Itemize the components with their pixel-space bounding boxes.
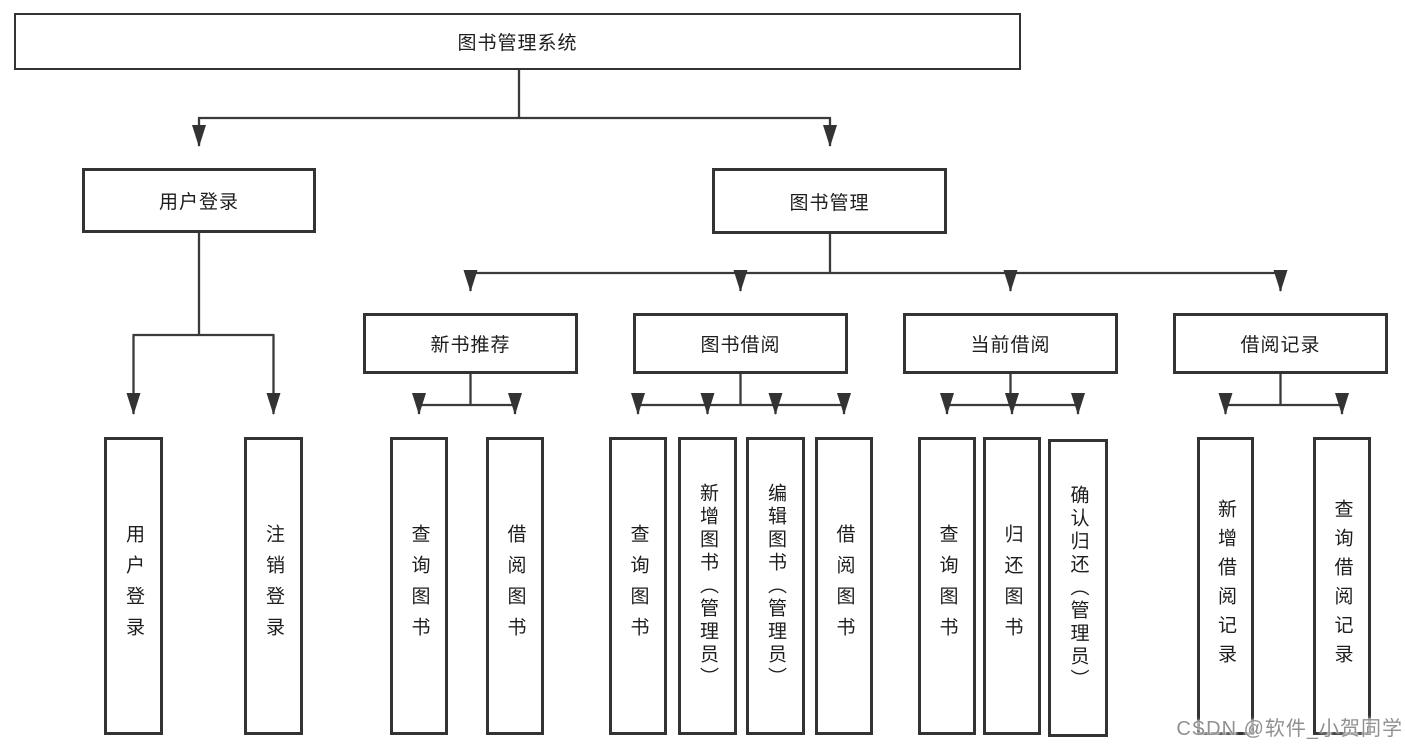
leaf-borrow-books-borrowing: 借阅图书 — [815, 437, 873, 735]
leaf-add-books-admin: 新增图书（管理员） — [678, 437, 737, 735]
node-book-borrowing: 图书借阅 — [633, 313, 848, 374]
leaf-query-borrow-record: 查询借阅记录 — [1313, 437, 1371, 735]
node-user-login: 用户登录 — [82, 168, 316, 233]
leaf-query-books-current: 查询图书 — [918, 437, 976, 735]
leaf-logout: 注销登录 — [244, 437, 303, 735]
leaf-confirm-return-admin: 确认归还（管理员） — [1048, 439, 1108, 737]
leaf-query-books-borrowing: 查询图书 — [609, 437, 667, 735]
node-new-book-recommend: 新书推荐 — [363, 313, 578, 374]
leaf-edit-books-admin: 编辑图书（管理员） — [746, 437, 805, 735]
leaf-return-books: 归还图书 — [983, 437, 1041, 735]
node-book-management: 图书管理 — [712, 168, 947, 234]
node-library-management-system: 图书管理系统 — [14, 13, 1021, 70]
leaf-user-login: 用户登录 — [104, 437, 163, 735]
node-current-borrowing: 当前借阅 — [903, 313, 1118, 374]
leaf-query-books-recommend: 查询图书 — [390, 437, 448, 735]
leaf-borrow-books-recommend: 借阅图书 — [486, 437, 544, 735]
watermark: CSDN @软件_小贺同学 — [1176, 718, 1403, 740]
node-borrowing-records: 借阅记录 — [1173, 313, 1388, 374]
leaf-add-borrow-record: 新增借阅记录 — [1197, 437, 1254, 735]
